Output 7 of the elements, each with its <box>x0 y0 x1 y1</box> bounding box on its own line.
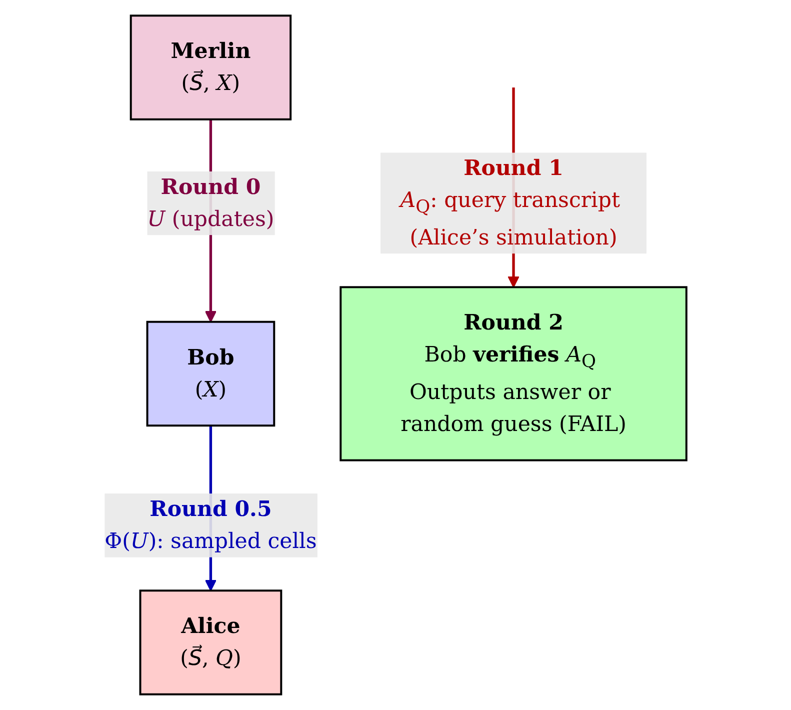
edge-label: Round 1 A$_{Q}$: query transcript (Alice’s simulation) <box>400 155 620 250</box>
node-box: Alice (S⃗, Q) <box>139 590 282 696</box>
node-box: Merlin (S⃗, X) <box>130 14 292 120</box>
node-box: Bob (X) <box>146 320 276 427</box>
edge-label: Round 0 U (updates) <box>147 174 274 232</box>
edge-label: Round 0.5 Φ(U): sampled cells <box>104 496 317 554</box>
node-box: Round 2 Bob verifies A$_{Q}$ Outputs answer or random guess (FAIL) <box>340 286 688 462</box>
